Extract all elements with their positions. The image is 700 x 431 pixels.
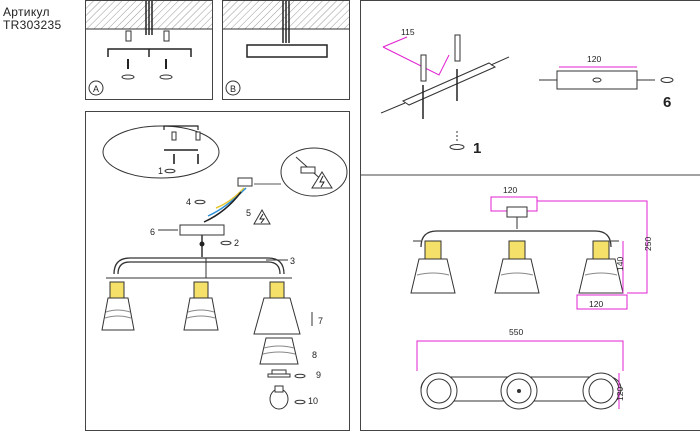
install-step-6-label: 6 [663, 94, 671, 111]
mount-variant-a-panel: A [85, 0, 213, 100]
article-title: Артикул [3, 5, 50, 19]
rotate-icon [660, 77, 674, 83]
terminal-block [237, 177, 253, 187]
rotate-icon [121, 74, 173, 80]
variant-a-badge [88, 80, 104, 96]
assembly-drawing: 1 5 4 6 2 3 [101, 125, 348, 410]
rotate-icon [294, 373, 306, 379]
electric-hazard-icon [311, 171, 333, 189]
variant-a-label: A [93, 84, 99, 94]
dim-115-label: 115 [401, 27, 415, 37]
installation-dimensions-panel: 115 1 120 6 120 [360, 0, 700, 431]
step-2-label: 2 [234, 238, 239, 248]
installation-drawing: 115 1 120 6 120 [361, 27, 700, 410]
variant-b-label: B [230, 84, 236, 94]
shade-left [101, 281, 135, 331]
mounting-detail-bubble [102, 125, 220, 179]
wires-icon [145, 1, 153, 35]
install-step-1-label: 1 [473, 140, 481, 157]
canopy-attach: 120 6 [539, 54, 674, 111]
rotate-icon [194, 199, 206, 205]
rotate-icon [164, 168, 176, 174]
step-8-label: 8 [312, 350, 317, 360]
mount-variant-a-drawing: A [86, 1, 212, 96]
dim-120-canopy-label: 120 [587, 54, 601, 64]
step-9-label: 9 [316, 370, 321, 380]
canopy [179, 224, 225, 236]
rotate-icon [449, 144, 465, 150]
step-4-label: 4 [186, 197, 191, 207]
step-3-label: 3 [290, 256, 295, 266]
assembly-panel: 1 5 4 6 2 3 [85, 111, 350, 431]
mount-variant-b-drawing: B [223, 1, 349, 96]
shade-right-exploded [253, 281, 301, 410]
dowel-icon [125, 30, 170, 42]
bracket-install: 115 1 [380, 27, 510, 157]
front-view: 120 250 140 120 [410, 185, 653, 310]
step-1-label: 1 [158, 166, 163, 176]
variant-b-badge [225, 80, 241, 96]
article-number: TR303235 [3, 18, 62, 32]
step-7-label: 7 [318, 316, 323, 326]
top-view: 550 120 [416, 327, 625, 410]
dim-120-diameter-label: 120 [615, 387, 625, 401]
dim-140-label: 140 [615, 257, 625, 271]
rotate-icon [220, 240, 232, 246]
article-label: Артикул TR303235 [3, 6, 61, 32]
mount-variant-b-panel: B [222, 0, 350, 100]
electric-hazard-icon [253, 208, 271, 225]
step-6-label: 6 [150, 227, 155, 237]
mounting-plate [246, 44, 328, 58]
shade-middle [183, 281, 219, 331]
step-10-label: 10 [308, 396, 318, 406]
dim-250-label: 250 [643, 237, 653, 251]
screw-icon [127, 59, 167, 69]
dim-120-shade-label: 120 [589, 299, 603, 309]
dim-550-label: 550 [509, 327, 523, 337]
dim-120-top-label: 120 [503, 185, 517, 195]
rotate-icon [294, 399, 306, 405]
step-5-label: 5 [246, 208, 251, 218]
